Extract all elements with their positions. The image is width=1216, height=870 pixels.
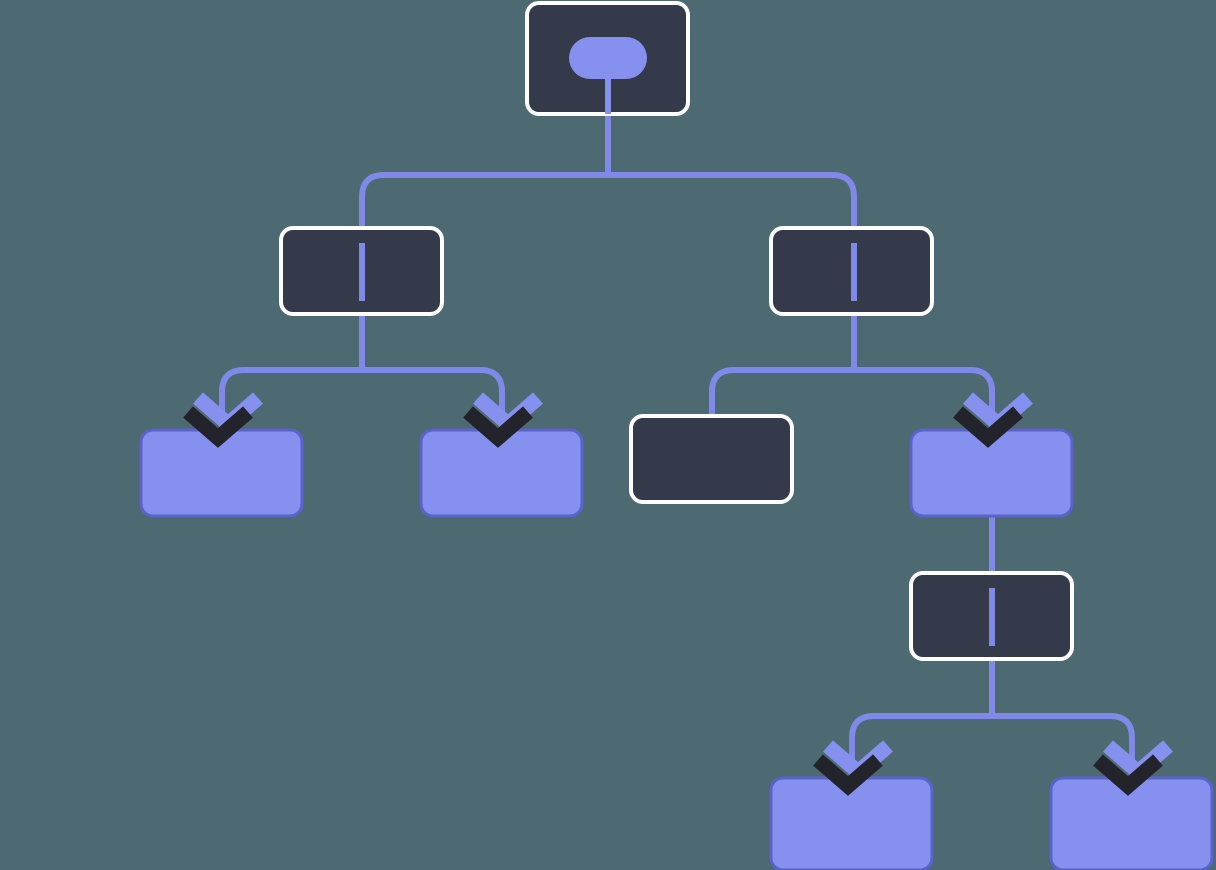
decoration-layer (359, 37, 995, 646)
terminal-node-dark[interactable] (629, 414, 794, 504)
node-layer (139, 1, 1214, 870)
arrowhead-right (953, 406, 1023, 448)
connector-bus-level-2-right (709, 367, 995, 432)
arrowhead-layer (183, 392, 1173, 796)
arrowhead-left-b (463, 406, 533, 448)
connector-bus-level-1 (359, 172, 857, 230)
arrowhead-deep-b (1093, 754, 1163, 796)
root-pill (569, 37, 647, 79)
arrowhead-deep-a (813, 754, 883, 796)
arrowhead-left-a (183, 406, 253, 448)
connector-bus-level-2-left (219, 367, 505, 432)
